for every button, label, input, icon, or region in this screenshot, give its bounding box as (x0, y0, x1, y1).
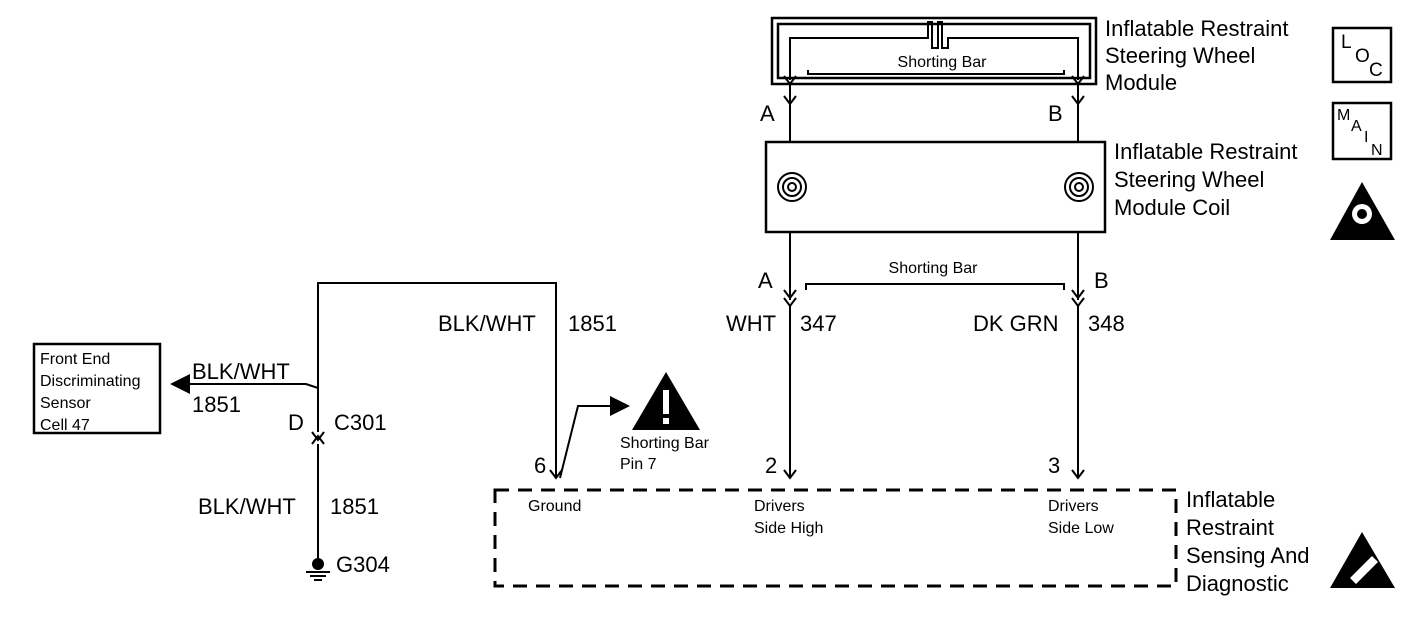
coil-pin-b: B (1094, 268, 1109, 293)
esd-warning-icon (1330, 532, 1395, 588)
pin-label-low-1: Drivers (1048, 498, 1099, 515)
front-sensor-line1: Front End (40, 351, 110, 368)
steering-wheel-module: Shorting Bar (770, 16, 1098, 86)
wht-wire-color: WHT (726, 311, 776, 336)
coil-title-line3: Module Coil (1114, 195, 1230, 220)
wht-wire-circuit: 347 (800, 311, 837, 336)
pin-label-ground: Ground (528, 498, 581, 515)
sdm-pin-low: 3 (1048, 453, 1060, 478)
pin-label-high-1: Drivers (754, 498, 805, 515)
coil-pin-a: A (758, 268, 773, 293)
front-sensor-line4: Cell 47 (40, 417, 90, 434)
sdm-title-line1: Inflatable (1186, 487, 1275, 512)
svg-text:I: I (1364, 129, 1368, 146)
sdm-pin-high: 2 (765, 453, 777, 478)
svg-text:M: M (1337, 107, 1350, 124)
main-icon: M A I N (1331, 101, 1393, 161)
sensor-wire-color: BLK/WHT (192, 359, 290, 384)
module-coil (764, 140, 1107, 234)
svg-text:O: O (1355, 46, 1370, 67)
front-sensor-line3: Sensor (40, 395, 91, 412)
front-sensor-box (32, 342, 162, 435)
sdm-pin-ground: 6 (534, 453, 546, 478)
ground-bottom-wire-color: BLK/WHT (198, 494, 296, 519)
module-title-line2: Steering Wheel (1105, 43, 1255, 68)
dkgrn-wire-circuit: 348 (1088, 311, 1125, 336)
sdm-title-line2: Restraint (1186, 515, 1274, 540)
front-sensor-line2: Discriminating (40, 373, 140, 390)
clockspring-coil-right-icon (1064, 172, 1094, 202)
module-pin-b: B (1048, 101, 1063, 126)
coil-title-line1: Inflatable Restraint (1114, 139, 1297, 164)
c301-pin-d: D (288, 410, 304, 435)
sdm-title-line4: Diagnostic (1186, 571, 1289, 596)
module-shorting-bar-label: Shorting Bar (898, 54, 988, 71)
sdm-box (493, 488, 1178, 588)
shorting-bar-pin-line2: Pin 7 (620, 456, 657, 473)
airbag-warning-icon (1330, 182, 1395, 240)
coil-shorting-bar-label: Shorting Bar (889, 260, 979, 277)
svg-text:C: C (1369, 60, 1383, 81)
module-title-line3: Module (1105, 70, 1177, 95)
sdm-title-line3: Sensing And (1186, 543, 1310, 568)
shorting-bar-pin-line1: Shorting Bar (620, 435, 710, 452)
ground-bottom-wire-circuit: 1851 (330, 494, 379, 519)
g304-label: G304 (336, 552, 390, 577)
pin-label-low-2: Side Low (1048, 520, 1114, 537)
c301-label: C301 (334, 410, 387, 435)
svg-text:N: N (1371, 142, 1383, 159)
coil-title-line2: Steering Wheel (1114, 167, 1264, 192)
pin-label-high-2: Side High (754, 520, 823, 537)
ground-top-wire-color: BLK/WHT (438, 311, 536, 336)
caution-icon (632, 372, 700, 430)
ground-icon (306, 558, 330, 581)
dkgrn-wire-color: DK GRN (973, 311, 1059, 336)
sensor-wire-circuit: 1851 (192, 392, 241, 417)
module-pin-a: A (760, 101, 775, 126)
svg-text:L: L (1341, 32, 1352, 53)
module-title-line1: Inflatable Restraint (1105, 16, 1288, 41)
svg-text:A: A (1351, 118, 1362, 135)
loc-icon: L O C (1331, 26, 1393, 84)
clockspring-coil-left-icon (777, 172, 807, 202)
ground-top-wire-circuit: 1851 (568, 311, 617, 336)
